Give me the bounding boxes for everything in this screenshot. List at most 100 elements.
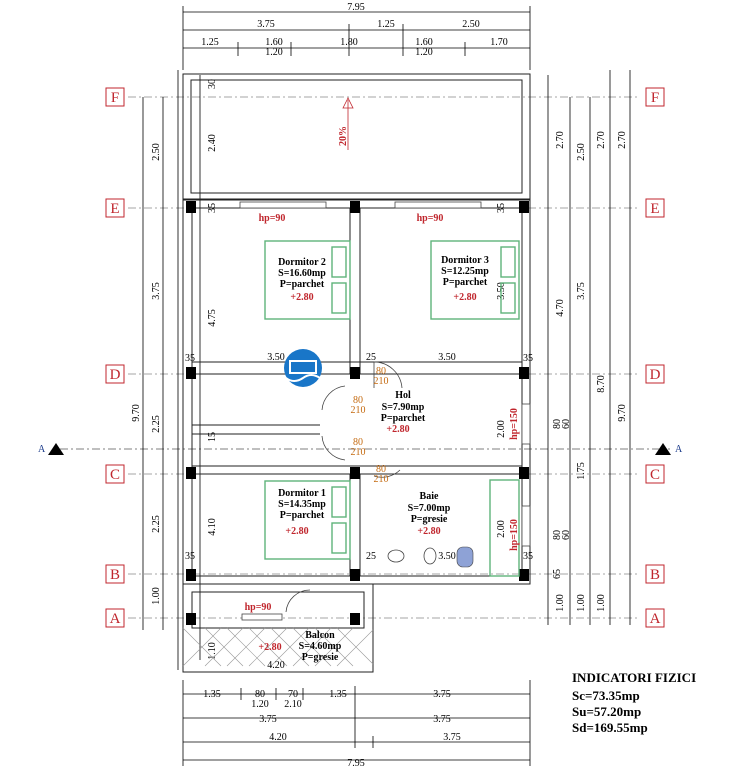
- room-hol: Hol S=7.90mp P=parchet +2.80: [381, 390, 426, 435]
- dim-right-c2-1: 3.75: [576, 282, 587, 300]
- door-0-w: 80: [376, 366, 386, 377]
- grid-label-b-left: B: [110, 567, 120, 583]
- door-3-w: 80: [376, 464, 386, 475]
- dim-right-inner-4: 65: [552, 569, 563, 579]
- dim-int-0: 3.50: [267, 352, 285, 363]
- grid-label-b-right: B: [650, 567, 660, 583]
- room-level: +2.80: [258, 642, 281, 653]
- agency-logo-icon: [284, 349, 322, 387]
- room-level: +2.80: [417, 526, 440, 537]
- dim-int-4: 35: [523, 353, 533, 364]
- room-area: S=16.60mp: [278, 268, 326, 279]
- room-area: S=14.35mp: [278, 499, 326, 510]
- room-name: Hol: [395, 390, 411, 401]
- hp-label-3: hp=150: [509, 519, 520, 551]
- dim-bottom-r1-4: 3.75: [433, 689, 451, 700]
- dim-int-7: 4.20: [267, 660, 285, 671]
- dim-top-r2-1: 1.60: [265, 37, 283, 48]
- room-area: S=7.00mp: [408, 503, 451, 514]
- dim-right-c3-2: 1.00: [596, 594, 607, 612]
- dim-int-5: 35: [523, 551, 533, 562]
- dim-right-window-2: 80: [552, 530, 563, 540]
- dim-int-6: 3.50: [438, 551, 456, 562]
- dim-right-c3-0: 2.70: [596, 131, 607, 149]
- dim-top-r1-2: 2.50: [462, 19, 480, 30]
- grid-axes: [60, 96, 670, 619]
- dim-left-overall: 9.70: [131, 404, 142, 422]
- dim-top-r2-sub-1: 1.20: [415, 47, 433, 58]
- dim-top-r2-3: 1.60: [415, 37, 433, 48]
- balcony-hatch: [182, 627, 374, 667]
- dim-left-3: 2.25: [151, 515, 162, 533]
- dim-left-inner-0: 30: [207, 79, 218, 89]
- dim-left-1: 3.75: [151, 282, 162, 300]
- dim-bottom-r1-sub-0: 1.20: [251, 699, 269, 710]
- hp-label-0: hp=90: [259, 213, 286, 224]
- door-2-w: 80: [353, 437, 363, 448]
- dim-bottom-r2-1: 3.75: [433, 714, 451, 725]
- hp-label-4: hp=90: [245, 602, 272, 613]
- room-level: +2.80: [453, 292, 476, 303]
- dim-bottom-overall: 7.95: [347, 758, 365, 768]
- dim-bottom-r1-3: 1.35: [329, 689, 347, 700]
- room-level: +2.80: [285, 526, 308, 537]
- dim-left-inner-6: 4.10: [207, 518, 218, 536]
- room-dormitor-3: Dormitor 3 S=12.25mp P=parchet +2.80: [441, 255, 489, 303]
- dim-int-1: 3.50: [438, 352, 456, 363]
- dim-bottom-r1-2: 70: [288, 689, 298, 700]
- room-area: S=7.90mp: [382, 402, 425, 413]
- room-level: +2.80: [290, 292, 313, 303]
- room-floor: P=gresie: [411, 514, 448, 525]
- dim-right-c1-1: 4.70: [555, 299, 566, 317]
- dim-left-0: 2.50: [151, 143, 162, 161]
- dim-left-inner-1: 2.40: [207, 134, 218, 152]
- bottom-dimension-lines: [182, 680, 531, 766]
- room-area: S=4.60mp: [299, 641, 342, 652]
- grid-label-d-right: D: [650, 367, 661, 383]
- room-floor: P=gresie: [302, 652, 339, 663]
- dim-right-window-3: 60: [561, 530, 572, 540]
- left-dimension-lines: [142, 70, 201, 670]
- room-dormitor-1: Dormitor 1 S=14.35mp P=parchet +2.80: [278, 488, 326, 537]
- dim-bottom-r3-1: 3.75: [443, 732, 461, 743]
- dim-right-c1-2: 1.00: [555, 594, 566, 612]
- section-label-right: A: [675, 444, 683, 455]
- door-1-w: 80: [353, 395, 363, 406]
- dim-right-c2-2: 1.75: [576, 462, 587, 480]
- room-name: Dormitor 3: [441, 255, 489, 266]
- section-arrow-right-icon: [655, 443, 671, 455]
- dim-bottom-r1-sub-1: 2.10: [284, 699, 302, 710]
- dim-int-2: 25: [366, 352, 376, 363]
- dim-top-r2-0: 1.25: [201, 37, 219, 48]
- room-area: S=12.25mp: [441, 266, 489, 277]
- door-swings: [285, 361, 403, 613]
- slope-arrow-icon: [342, 97, 354, 109]
- dim-bottom-r1-0: 1.35: [203, 689, 221, 700]
- room-level: +2.80: [386, 424, 409, 435]
- toilet-icon: [456, 546, 474, 568]
- room-name: Baie: [420, 491, 439, 502]
- section-arrow-left-icon: [48, 443, 64, 455]
- dim-left-inner-3: 4.75: [207, 309, 218, 327]
- room-floor: P=parchet: [443, 277, 488, 288]
- dim-top-r2-4: 1.70: [490, 37, 508, 48]
- dim-left-inner-4: 35: [185, 353, 195, 364]
- dim-right-c4-0: 2.70: [617, 131, 628, 149]
- dim-right-inner-3: 2.00: [496, 520, 507, 538]
- dim-left-2: 2.25: [151, 415, 162, 433]
- dim-int-3: 25: [366, 551, 376, 562]
- room-baie: Baie S=7.00mp P=gresie +2.80: [408, 491, 451, 537]
- dim-top-r1-1: 1.25: [377, 19, 395, 30]
- hp-label-2: hp=150: [509, 408, 520, 440]
- grid-label-a-left: A: [110, 611, 121, 627]
- dim-top-r2-sub-0: 1.20: [265, 47, 283, 58]
- room-name: Dormitor 2: [278, 257, 326, 268]
- grid-label-c-left: C: [110, 467, 120, 483]
- windows: [239, 201, 531, 621]
- dim-right-c4-1: 9.70: [617, 404, 628, 422]
- dim-left-4: 1.00: [151, 587, 162, 605]
- section-label-left: A: [38, 444, 46, 455]
- dim-right-c2-0: 2.50: [576, 143, 587, 161]
- dim-top-r2-2: 1.80: [340, 37, 358, 48]
- grid-label-a-right: A: [650, 611, 661, 627]
